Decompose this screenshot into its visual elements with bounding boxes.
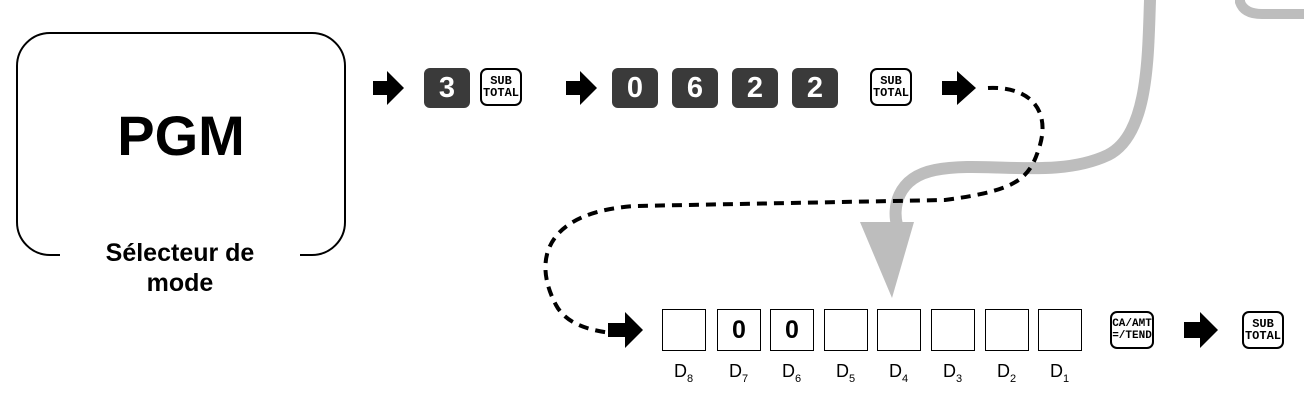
gray-arrowhead xyxy=(860,222,914,298)
subtotal-key[interactable]: SUB TOTAL xyxy=(480,68,522,106)
digit-box-d2 xyxy=(985,309,1029,351)
gray-callout-fragment xyxy=(1235,0,1304,19)
digit-label-letter: D xyxy=(943,361,956,381)
mode-selector-label-line1: Sélecteur de xyxy=(105,239,255,267)
digit-label-letter: D xyxy=(1050,361,1063,381)
subtotal-key-line2: TOTAL xyxy=(1244,329,1281,343)
subtotal-key[interactable]: SUB TOTAL xyxy=(870,68,912,106)
digit-label-d3: D3 xyxy=(943,362,962,385)
digit-box-d6: 0 xyxy=(770,309,814,351)
digit-label-sub: 8 xyxy=(687,373,694,385)
subtotal-key-line2: TOTAL xyxy=(872,86,909,100)
ca-amt-tend-key[interactable]: CA/AMT =/TEND xyxy=(1110,311,1154,349)
subtotal-key[interactable]: SUB TOTAL xyxy=(1242,311,1284,349)
right-arrow-icon xyxy=(942,71,976,105)
subtotal-key-line1: SUB xyxy=(880,74,902,88)
digit-box-d3 xyxy=(931,309,975,351)
digit-label-d5: D5 xyxy=(836,362,855,385)
digit-label-letter: D xyxy=(997,361,1010,381)
digit-label-letter: D xyxy=(674,361,687,381)
digit-label-d2: D2 xyxy=(997,362,1016,385)
right-arrow-icon xyxy=(373,71,404,105)
key-digit-1[interactable]: 0 xyxy=(612,68,658,108)
mode-name: PGM xyxy=(117,104,245,167)
digit-label-d6: D6 xyxy=(782,362,801,385)
digit-label-d4: D4 xyxy=(889,362,908,385)
digit-label-letter: D xyxy=(889,361,902,381)
key-digit-3[interactable]: 2 xyxy=(732,68,778,108)
key-digit-2[interactable]: 6 xyxy=(672,68,718,108)
digit-box-d5 xyxy=(824,309,868,351)
subtotal-key-line1: SUB xyxy=(1252,317,1274,331)
digit-label-sub: 1 xyxy=(1063,373,1070,385)
key-3[interactable]: 3 xyxy=(424,68,470,108)
key-digit-4[interactable]: 2 xyxy=(792,68,838,108)
digit-box-d4 xyxy=(877,309,921,351)
digit-box-d8 xyxy=(662,309,706,351)
digit-label-d8: D8 xyxy=(674,362,693,385)
right-arrow-icon xyxy=(1184,312,1218,348)
digit-label-sub: 3 xyxy=(956,373,963,385)
digit-box-d7: 0 xyxy=(717,309,761,351)
mode-selector-label: Sélecteur de mode xyxy=(60,238,300,298)
right-arrow-icon xyxy=(608,312,643,348)
digit-box-d1 xyxy=(1038,309,1082,351)
mode-selector-label-line2: mode xyxy=(146,269,214,297)
digit-label-letter: D xyxy=(836,361,849,381)
subtotal-key-line1: SUB xyxy=(490,74,512,88)
digit-label-d7: D7 xyxy=(729,362,748,385)
digit-label-sub: 5 xyxy=(849,373,856,385)
digit-label-sub: 6 xyxy=(795,373,802,385)
digit-label-sub: 7 xyxy=(742,373,749,385)
digit-label-d1: D1 xyxy=(1050,362,1069,385)
ca-amt-key-line2: =/TEND xyxy=(1112,330,1152,342)
right-arrow-icon xyxy=(566,71,597,105)
gray-curved-arrow-icon xyxy=(889,0,1156,231)
digit-label-sub: 4 xyxy=(902,373,909,385)
dashed-path-icon xyxy=(543,85,1045,335)
subtotal-key-line2: TOTAL xyxy=(482,86,519,100)
digit-label-letter: D xyxy=(729,361,742,381)
ca-amt-key-line1: CA/AMT xyxy=(1112,318,1152,330)
digit-label-letter: D xyxy=(782,361,795,381)
digit-label-sub: 2 xyxy=(1010,373,1017,385)
